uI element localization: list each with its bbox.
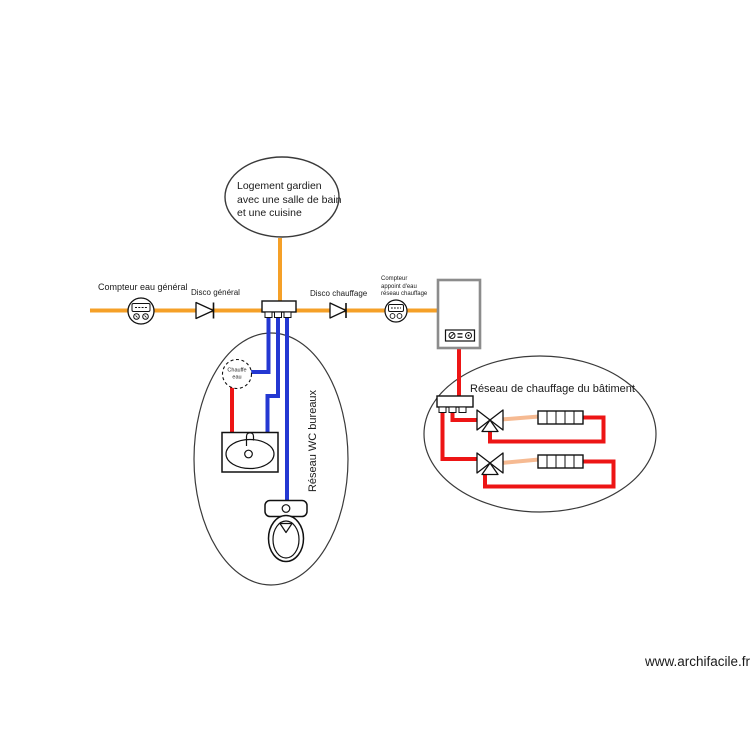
heating-feed-1 (450, 411, 480, 422)
compteur-appoint-line3: réseau chauffage (381, 291, 428, 297)
meter-needle (135, 315, 138, 318)
manifold-outlet (438, 406, 447, 413)
chauffe-eau-icon[interactable] (221, 358, 253, 390)
manifold-outlet (264, 311, 273, 318)
sink-drain (244, 449, 253, 459)
radiator-link-2 (500, 457, 540, 465)
valve-bottom-triangle (481, 419, 499, 433)
cold-pipe-to-sink (265, 315, 280, 433)
radiator-link-1 (500, 414, 540, 422)
heating-return-1 (488, 415, 606, 444)
valve-triangle (329, 302, 347, 319)
wc-network-label: Réseau WC bureaux (307, 389, 319, 493)
compteur-eau-general-label: Compteur eau général (98, 282, 188, 292)
heating-network-bubble[interactable] (423, 355, 657, 513)
boiler-gauge-icon (465, 332, 472, 339)
sink-faucet-icon (245, 432, 255, 446)
cold-pipe-to-chauffe-eau (251, 315, 271, 374)
radiator-1[interactable] (537, 410, 584, 425)
heating-return-2 (483, 459, 616, 489)
compteur-appoint-line1: Compteur (381, 276, 408, 282)
meter-register (131, 303, 151, 312)
manifold-outlet (283, 311, 292, 318)
boiler-control-panel (444, 329, 476, 342)
heating-manifold[interactable] (436, 395, 474, 413)
water-meter-appoint-icon[interactable] (384, 299, 408, 323)
logement-bubble[interactable] (224, 156, 340, 238)
logement-line2: avec une salle de bain (237, 193, 342, 206)
valve-right-triangle (489, 452, 504, 474)
disco-general-valve-icon[interactable] (195, 301, 215, 320)
manifold-outlet (458, 406, 467, 413)
boiler-knob-icon (448, 332, 456, 339)
manifold-outlet (274, 311, 282, 318)
logement-bubble-label: Logement gardien avec une salle de bain … (237, 180, 342, 221)
radiator-links[interactable] (500, 414, 540, 465)
manifold-body (436, 395, 474, 408)
water-meter-general-icon[interactable] (127, 297, 155, 325)
disco-general-label: Disco général (191, 288, 240, 297)
archifacile-watermark[interactable]: www.archifacile.fr (645, 654, 750, 669)
valve-right-triangle (489, 409, 504, 431)
valve-left-triangle (476, 452, 491, 474)
main-manifold[interactable] (261, 300, 297, 318)
radiator-2[interactable] (537, 454, 584, 469)
heating-feed-2 (440, 411, 480, 461)
wc-network-bubble[interactable] (193, 332, 349, 586)
meter-subdial (396, 313, 403, 319)
valve-left-triangle (476, 409, 491, 431)
sink[interactable] (221, 431, 279, 473)
logement-line1: Logement gardien (237, 180, 322, 192)
boiler[interactable] (436, 278, 482, 350)
toilet[interactable] (264, 499, 308, 563)
manifold-body (261, 300, 297, 313)
valve-triangle (195, 301, 215, 320)
chauffe-eau-line1: Chauffe (227, 367, 247, 374)
meter-subdial (389, 313, 396, 319)
three-way-valve-1-icon[interactable] (476, 409, 504, 433)
compteur-appoint-label: Compteur appoint d'eau réseau chauffage (381, 276, 427, 299)
disco-chauffage-valve-icon[interactable] (329, 302, 347, 319)
meter-register (388, 304, 404, 312)
compteur-appoint-line2: appoint d'eau (381, 283, 417, 290)
valve-bottom-triangle (481, 462, 499, 476)
disco-chauffage-label: Disco chauffage (310, 289, 368, 298)
radiator-body (537, 454, 584, 469)
toilet-bowl-inner (272, 520, 300, 559)
boiler-knob-mark (449, 332, 455, 339)
chauffe-eau-label: Chauffe eau (227, 368, 246, 381)
manifold-outlet (448, 406, 457, 413)
cold-water-pipes[interactable] (251, 315, 289, 501)
chauffe-eau-line2: eau (232, 374, 242, 380)
logement-line3: et une cuisine (237, 207, 302, 219)
three-way-valve-2-icon[interactable] (476, 452, 504, 476)
radiator-body (537, 410, 584, 425)
heating-network-label: Réseau de chauffage du bâtiment (470, 383, 635, 395)
toilet-flush-button (281, 504, 291, 513)
meter-needle (144, 315, 147, 318)
hot-water-pipes[interactable] (230, 346, 616, 489)
toilet-inlet (279, 522, 293, 534)
boiler-gauge-dot (467, 334, 470, 337)
